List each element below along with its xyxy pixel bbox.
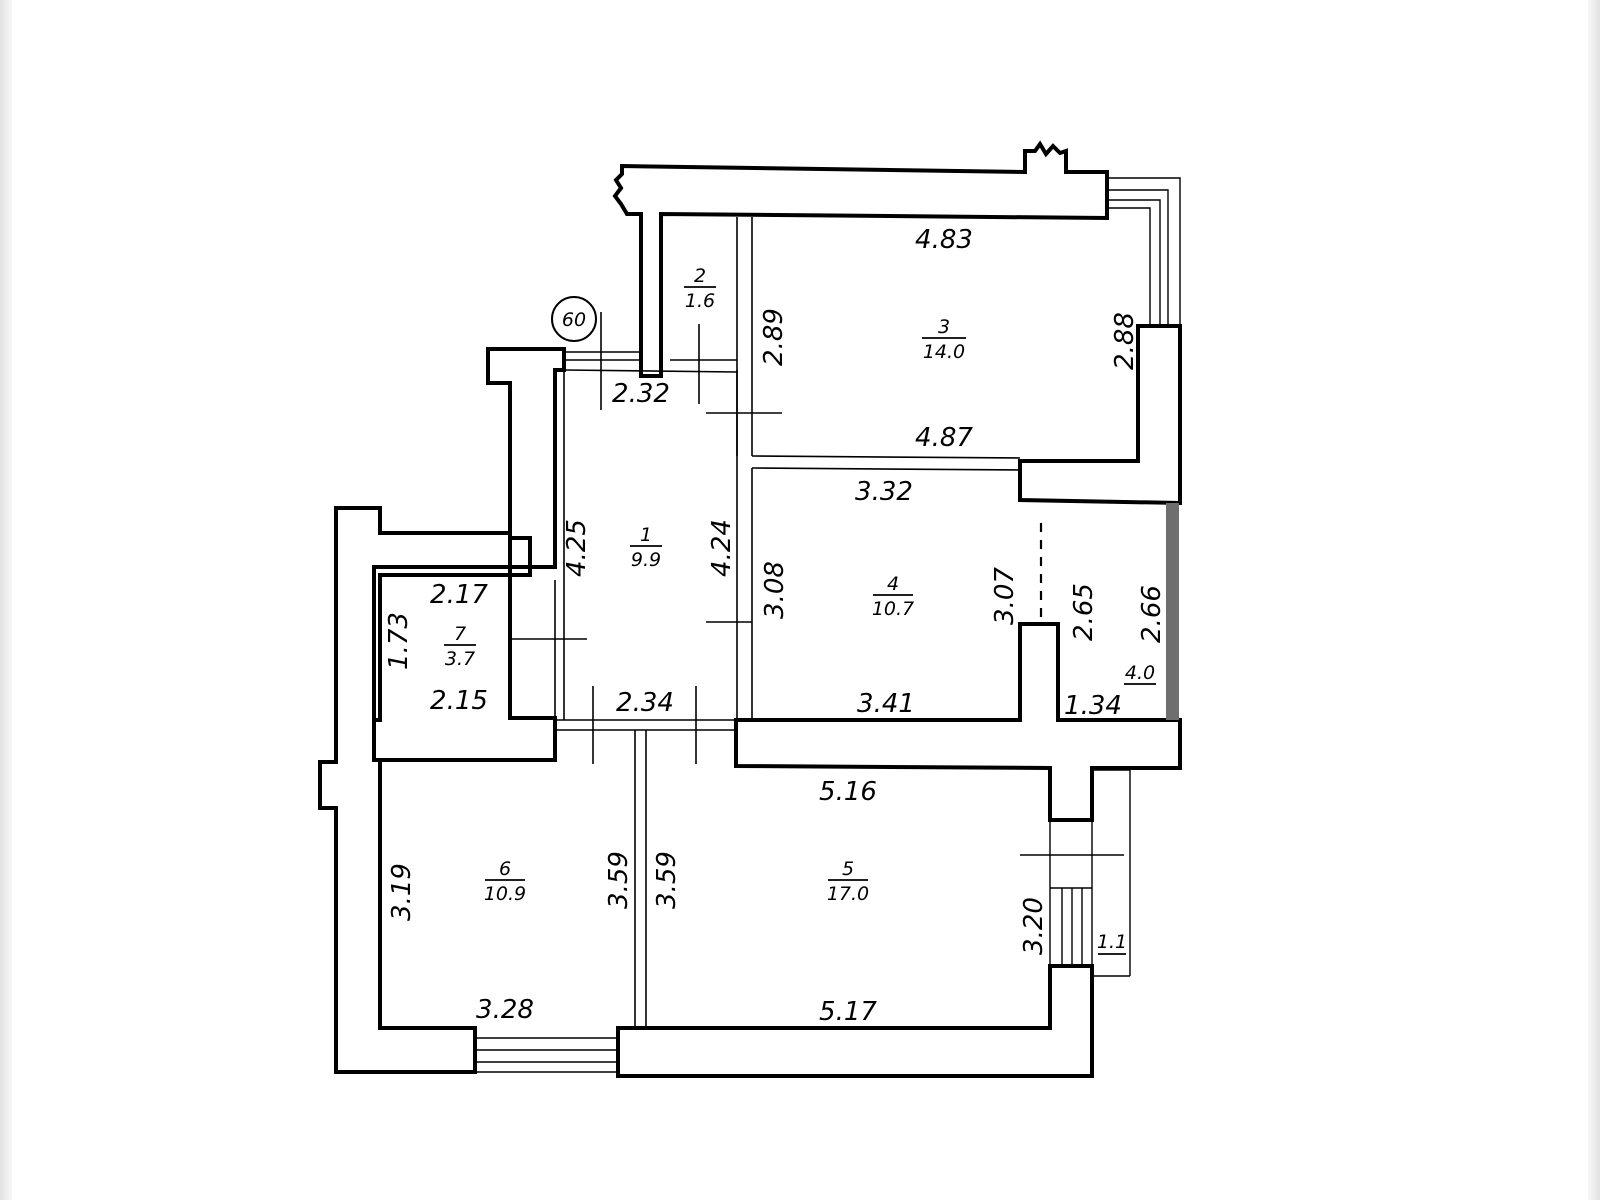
room-5-number: 5: [842, 858, 854, 880]
room-7-label: 7 3.7: [444, 623, 476, 670]
wall-left: [318, 347, 566, 1074]
balcony-rail-2: [1107, 189, 1169, 326]
room-2-label: 2 1.6: [684, 265, 716, 312]
balcony-1-label: 4.0: [1124, 662, 1156, 685]
dim-balcony-bottom: 1.34: [1064, 691, 1122, 721]
dim-balcony-outer: 2.66: [1137, 585, 1167, 643]
balcony-2-area: 1.1: [1097, 931, 1127, 953]
marker-number: 60: [562, 309, 586, 331]
dimensions-vertical: 2.89 2.88 4.25 4.24 3.08 3.07 2.65 2.66 …: [384, 308, 1167, 955]
room-5-label: 5 17.0: [827, 858, 869, 905]
dim-room3-left: 2.89: [759, 308, 789, 366]
wall-top: [612, 140, 1109, 378]
room-1-number: 1: [640, 524, 652, 546]
room-3-label: 3 14.0: [922, 316, 966, 363]
dim-room6-left: 3.19: [387, 863, 417, 921]
balcony-rail-3: [1107, 199, 1161, 326]
balcony-rail-1: [1107, 177, 1181, 326]
dim-room5-bottom: 5.17: [819, 997, 877, 1027]
dim-room5-top: 5.16: [819, 777, 877, 807]
dim-room4-right: 3.07: [990, 567, 1020, 625]
wall-middle: [734, 622, 1182, 822]
dim-room6-bottom: 3.28: [476, 995, 534, 1025]
room-2-number: 2: [694, 265, 706, 287]
partition-hall-top: [563, 369, 738, 373]
dim-room3-top: 4.83: [915, 225, 973, 255]
balcony-2-label: 1.1: [1097, 931, 1127, 955]
room-5-area: 17.0: [827, 883, 869, 905]
dim-room5-right: 3.20: [1019, 897, 1049, 955]
dim-room3-bottom: 4.87: [915, 423, 973, 453]
dim-room4-bottom: 3.41: [857, 689, 915, 719]
room-4-label: 4 10.7: [872, 573, 914, 620]
dim-room7-top: 2.17: [430, 580, 488, 610]
dim-room3-right: 2.88: [1110, 312, 1140, 370]
dim-room5-left: 3.59: [652, 851, 682, 909]
room-3-area: 14.0: [923, 341, 965, 363]
dim-hall-top: 2.32: [612, 379, 670, 409]
tick-lines: [510, 312, 1043, 764]
dim-room4-top: 3.32: [855, 477, 913, 507]
apartment-marker: 60: [551, 296, 597, 342]
room-6-label: 6 10.9: [484, 858, 526, 905]
room-labels: 1 9.9 2 1.6 3 14.0 4 10.7 5 17.0 6 10.9: [444, 265, 1156, 955]
wall-balcony-right: [1018, 324, 1182, 506]
dimensions-horizontal: 4.83 4.87 2.32 3.32 3.41 1.34 2.34 2.17 …: [430, 225, 1122, 1027]
dim-hall-left: 4.25: [562, 519, 592, 577]
page-edge-left: [0, 0, 12, 1200]
room-6-number: 6: [499, 858, 511, 880]
dim-room6-right: 3.59: [604, 851, 634, 909]
windows: [475, 177, 1181, 1073]
balcony-rail-4: [1107, 207, 1151, 326]
room-7-area: 3.7: [445, 648, 475, 670]
room-1-area: 9.9: [631, 549, 661, 571]
partition-3-4: [751, 455, 1021, 459]
room-1-label: 1 9.9: [630, 524, 662, 571]
balcony-1-area: 4.0: [1125, 662, 1155, 684]
dim-hall-right: 4.24: [707, 519, 737, 577]
room-4-number: 4: [887, 573, 899, 595]
dim-room7-bottom: 2.15: [430, 686, 488, 716]
dim-room7-left: 1.73: [384, 612, 414, 670]
room-3-number: 3: [938, 316, 950, 338]
dim-room4-left: 3.08: [760, 561, 790, 619]
room-4-area: 10.7: [872, 598, 914, 620]
dim-hall-bottom: 2.34: [616, 688, 674, 718]
room-2-area: 1.6: [685, 290, 715, 312]
dim-balcony-inner: 2.65: [1069, 583, 1099, 641]
balcony-glazing: [1166, 503, 1179, 720]
walls: [318, 140, 1182, 1078]
partition-3-4b: [751, 467, 1021, 471]
room-7-number: 7: [454, 623, 466, 645]
room-6-area: 10.9: [484, 883, 526, 905]
partitions: [554, 217, 1021, 1028]
page-edge-right: [1588, 0, 1600, 1200]
